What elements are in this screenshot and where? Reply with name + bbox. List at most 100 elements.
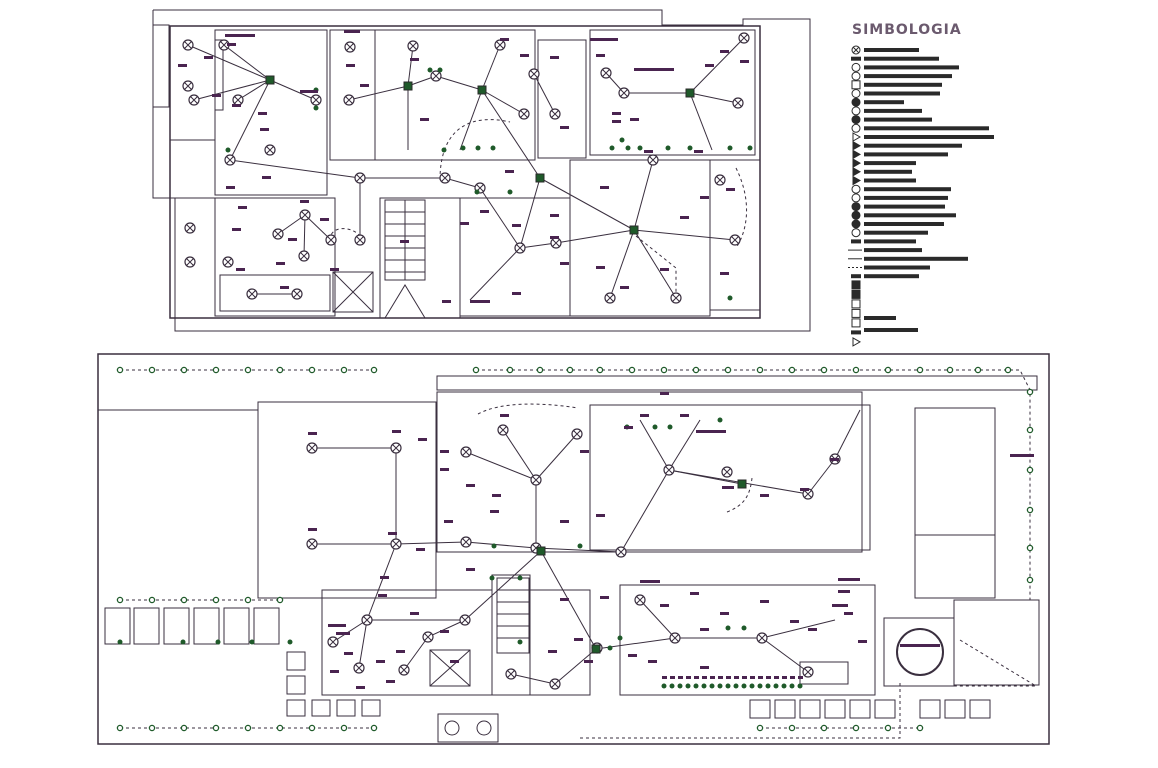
legend-row (851, 280, 861, 290)
circuit-wire (519, 177, 541, 249)
circuit-wire (481, 89, 541, 179)
ceiling-light-cross (274, 230, 282, 238)
circuit-tag (400, 240, 409, 243)
dashed-circuit (477, 403, 579, 415)
outlet-icon (661, 683, 667, 689)
circuit-wire (395, 541, 467, 545)
outlet-icon (665, 145, 671, 151)
exterior-light-icon (276, 366, 284, 374)
circuit-wire (481, 89, 525, 115)
outlet-icon (687, 145, 693, 151)
legend-bar-icon (851, 330, 861, 335)
dashed-circuit-layer (120, 119, 1038, 739)
exterior-light-icon (308, 366, 316, 374)
legend-row (852, 132, 994, 142)
circuit-tag (600, 596, 609, 599)
circuit-tag (344, 652, 353, 655)
outlet-icon (725, 625, 731, 631)
exterior-light-icon (916, 366, 924, 374)
legend-row (851, 115, 932, 125)
circuit-tag (418, 438, 427, 441)
ceiling-light-cross (602, 69, 610, 77)
circuit-tag (492, 494, 501, 497)
circuit-tag (634, 68, 674, 71)
legend-symbol-icon (851, 115, 861, 125)
exterior-light-icon (340, 724, 348, 732)
legend-row (848, 248, 922, 253)
circuit-tag (416, 548, 425, 551)
circuit-tag (236, 268, 245, 271)
exterior-light-icon (974, 366, 982, 374)
exterior-light-icon (724, 366, 732, 374)
exterior-light-icon (916, 724, 924, 732)
exterior-light-icon (148, 366, 156, 374)
outlet-icon (607, 645, 613, 651)
legend-symbol-icon (851, 97, 861, 107)
legend-row (852, 140, 962, 151)
wiring-layer (187, 37, 861, 685)
legend-label-bar (864, 195, 948, 200)
ceiling-light-cross (671, 634, 679, 642)
outlet-icon (765, 683, 771, 689)
legend-square-icon (851, 289, 861, 299)
circuit-tag (260, 128, 269, 131)
outlet-icon (717, 683, 723, 689)
outlet-icon (617, 635, 623, 641)
legend-label-bar (864, 117, 932, 122)
exterior-light-icon (820, 366, 828, 374)
circuit-wire (555, 229, 635, 244)
ceiling-light-cross (409, 42, 417, 50)
legend-label-bar (864, 316, 896, 320)
legend-row (851, 318, 861, 328)
circuit-wire (668, 419, 701, 471)
circuit-tag (690, 592, 699, 595)
exterior-light-icon (370, 366, 378, 374)
circuit-wire (533, 73, 556, 115)
circuit-wire (639, 419, 670, 471)
outlet-icon (491, 543, 497, 549)
ceiling-light-cross (355, 664, 363, 672)
circuit-wire (554, 648, 597, 685)
circuit-tag (450, 660, 459, 663)
legend-label-bar (864, 265, 930, 270)
circuit-tag (388, 532, 397, 535)
legend-row (851, 202, 945, 212)
circuit-tag (466, 484, 475, 487)
circuit-tag (336, 632, 350, 635)
outlet-icon (781, 683, 787, 689)
ceiling-light-cross (665, 466, 673, 474)
circuit-tag (596, 54, 605, 57)
outlet-icon (609, 145, 615, 151)
ceiling-light-cross (530, 70, 538, 78)
legend-symbol-icon (851, 210, 861, 220)
exterior-light-icon (852, 366, 860, 374)
circuit-wire (269, 79, 317, 101)
circuit-tag (766, 676, 771, 679)
circuit-tag (596, 514, 605, 517)
outlet-icon (577, 543, 583, 549)
ceiling-light-cross (432, 72, 440, 80)
dashed-circuit (439, 119, 511, 181)
circuit-wire (304, 214, 332, 241)
circuit-tag (420, 118, 429, 121)
outlet-icon (313, 105, 319, 111)
outlet-icon (652, 424, 658, 430)
exterior-light-icon (244, 366, 252, 374)
circuit-wire (807, 458, 836, 495)
dashed-circuit (476, 369, 1031, 600)
circuit-tag (832, 604, 848, 607)
legend-symbol-icon (851, 123, 861, 133)
legend-row (848, 265, 930, 270)
ceiling-light-cross (327, 236, 335, 244)
circuit-tag (380, 576, 389, 579)
circuit-tag (838, 578, 860, 581)
exterior-light-icon (660, 366, 668, 374)
ceiling-light-cross (723, 468, 731, 476)
circuit-tag (512, 292, 521, 295)
circuit-tag (300, 200, 309, 203)
circuit-tag (204, 56, 213, 59)
ceiling-light-cross (363, 616, 371, 624)
outlet-icon (637, 145, 643, 151)
ceiling-light-cross (573, 430, 581, 438)
ceiling-light-cross (424, 633, 432, 641)
